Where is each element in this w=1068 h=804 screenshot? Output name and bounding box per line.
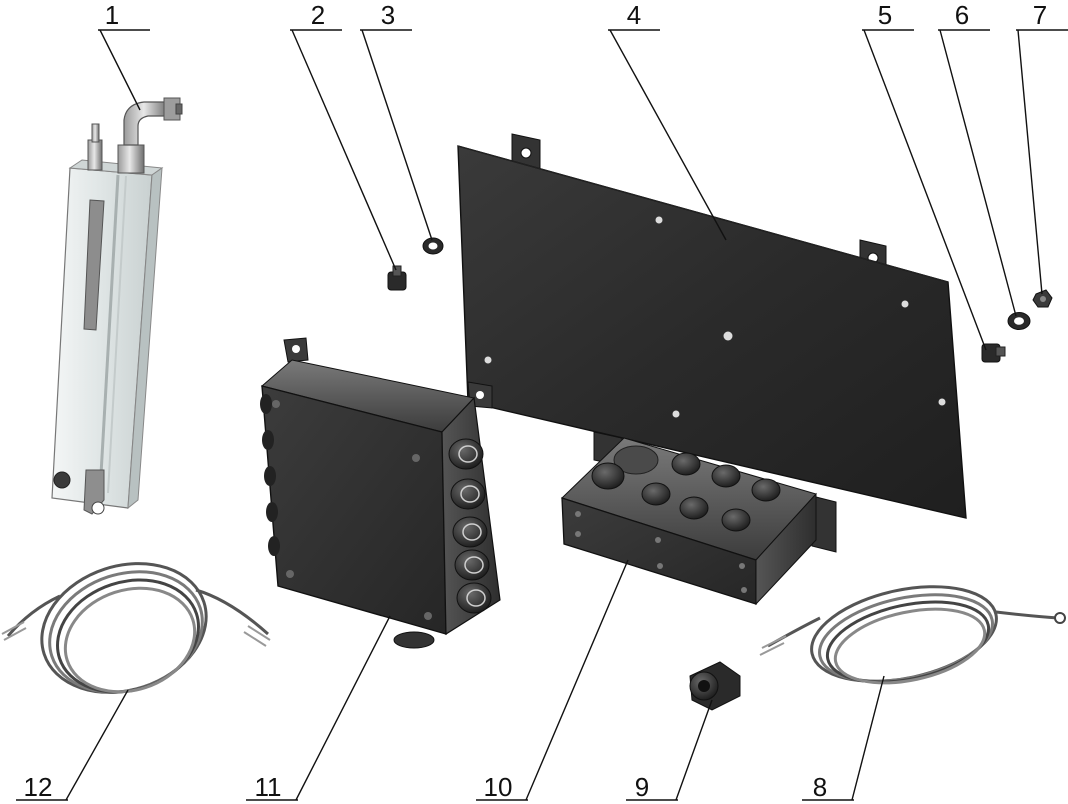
level-gauge-part (51, 97, 183, 515)
mounting-plate-part (457, 133, 967, 553)
callout-11: 11 (255, 772, 282, 802)
cable-coil-right (759, 585, 1066, 685)
callout-6: 6 (955, 0, 969, 30)
bolt-part-2 (387, 265, 407, 291)
callout-2: 2 (311, 0, 325, 30)
callout-4: 4 (627, 0, 641, 30)
washer-part-6 (1007, 312, 1031, 330)
callout-12: 12 (24, 772, 53, 802)
cable-coil-left (1, 562, 271, 694)
callout-3: 3 (381, 0, 395, 30)
nut-part-7 (1032, 289, 1053, 308)
callout-labels: 1 2 3 4 5 6 7 8 9 10 11 12 (24, 0, 1048, 802)
bolt-part-5 (981, 343, 1006, 363)
connector-box-part (561, 437, 817, 606)
callout-8: 8 (813, 772, 827, 802)
callout-10: 10 (484, 772, 513, 802)
callout-7: 7 (1033, 0, 1047, 30)
washer-part-3 (422, 237, 444, 255)
callout-5: 5 (878, 0, 892, 30)
junction-box-part (260, 337, 501, 649)
leader-lines (16, 29, 1068, 801)
callout-1: 1 (105, 0, 119, 30)
cable-gland-part (689, 661, 741, 711)
callout-9: 9 (635, 772, 649, 802)
